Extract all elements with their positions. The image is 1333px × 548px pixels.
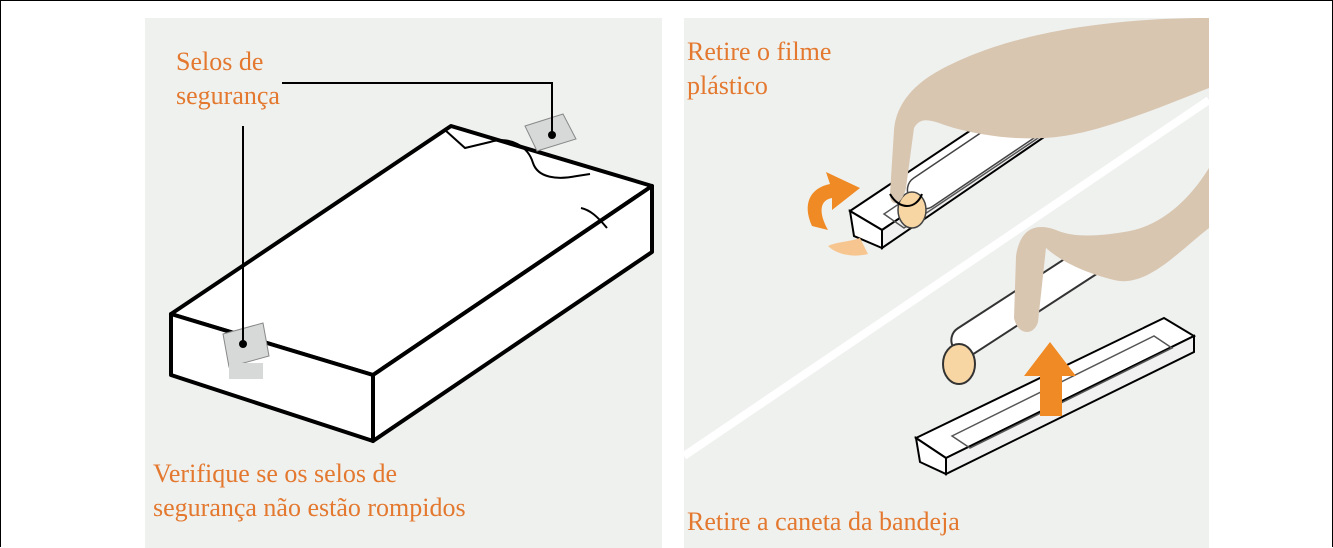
right-panel-remove-pen: Retire o filme plástico Retire a caneta … bbox=[684, 18, 1209, 548]
peeled-film bbox=[828, 238, 868, 256]
arrow-lift bbox=[1024, 342, 1076, 416]
box-lid-tab bbox=[580, 207, 608, 229]
arrow-peel bbox=[807, 172, 860, 230]
pen-tray-illustration bbox=[684, 18, 1209, 476]
left-panel-seal-check: Selos de segurança Verifique se os selos… bbox=[145, 18, 662, 548]
hand-upper bbox=[890, 18, 1209, 204]
hand-lower bbox=[1014, 168, 1209, 333]
bottom-caption: Retire a caneta da bandeja bbox=[687, 507, 960, 536]
top-label-line1: Retire o filme bbox=[687, 37, 832, 66]
pen-cap-lower bbox=[942, 343, 976, 385]
box-lid-flap bbox=[444, 129, 591, 179]
caption-line2: segurança não estão rompidos bbox=[153, 493, 466, 522]
top-label-line2: plástico bbox=[687, 71, 768, 100]
box-illustration bbox=[169, 82, 654, 443]
callout-label-line2: segurança bbox=[176, 81, 280, 110]
box-end-face bbox=[371, 184, 654, 443]
divider-line bbox=[684, 96, 1209, 460]
callout-line-top bbox=[282, 82, 553, 135]
callout-label-line1: Selos de bbox=[176, 47, 264, 76]
seal-front-side bbox=[229, 363, 263, 379]
caption-line1: Verifique se os selos de bbox=[153, 459, 398, 488]
